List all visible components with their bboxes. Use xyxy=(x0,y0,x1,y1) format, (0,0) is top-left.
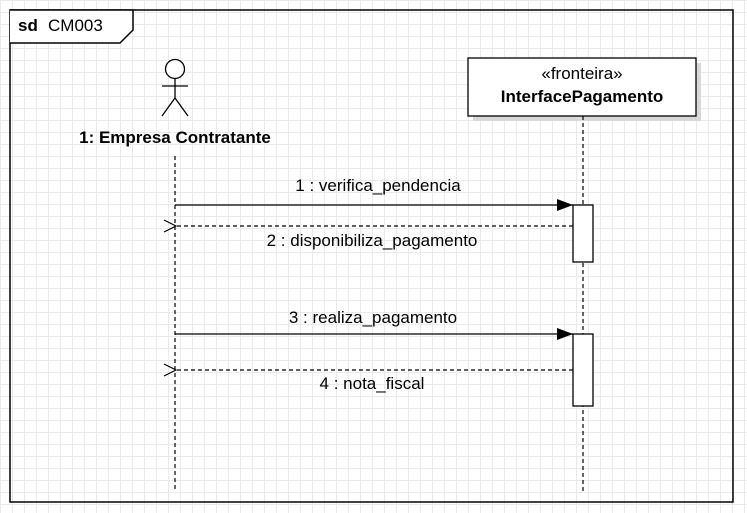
frame-border xyxy=(9,9,734,503)
boundary-name: InterfacePagamento xyxy=(501,87,664,106)
activation-bar xyxy=(572,333,594,407)
boundary-lifeline: «fronteira» InterfacePagamento xyxy=(467,57,701,121)
activation-bar xyxy=(572,204,594,263)
actor-label: 1: Empresa Contratante xyxy=(79,128,271,147)
frame-keyword: sd xyxy=(18,16,38,35)
message-label: 3 : realiza_pagamento xyxy=(289,308,457,327)
message-label: 2 : disponibiliza_pagamento xyxy=(267,231,478,250)
frame-name: CM003 xyxy=(48,16,103,35)
message-label: 1 : verifica_pendencia xyxy=(295,176,461,195)
boundary-stereotype: «fronteira» xyxy=(541,64,622,83)
actor: 1: Empresa Contratante xyxy=(79,58,271,147)
boundary-box xyxy=(467,57,697,117)
frame-tab xyxy=(10,9,134,44)
actor-stick-figure-icon xyxy=(161,58,189,117)
frame: sd CM003 xyxy=(9,9,734,503)
message-label: 4 : nota_fiscal xyxy=(320,374,425,393)
